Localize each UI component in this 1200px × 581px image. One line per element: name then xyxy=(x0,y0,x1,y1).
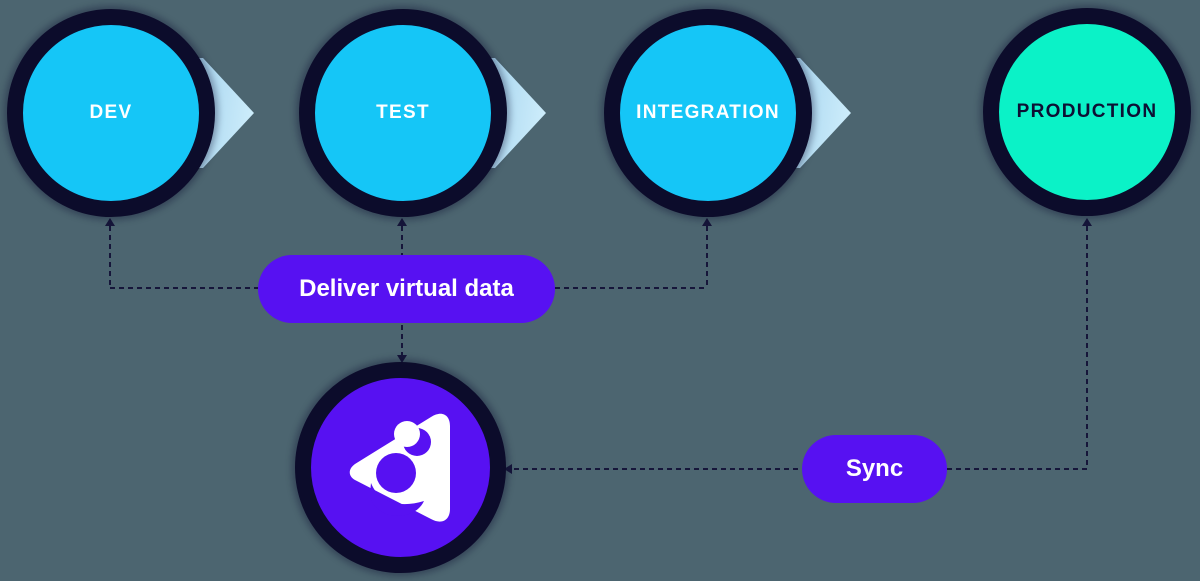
connector-sync-to-logo xyxy=(514,468,802,470)
stage-circle-production: PRODUCTION xyxy=(983,8,1191,216)
deliver-virtual-data-pill: Deliver virtual data xyxy=(258,255,555,323)
arrowhead-up-icon xyxy=(1082,218,1092,226)
arrowhead-up-icon xyxy=(702,218,712,226)
deliver-virtual-data-label: Deliver virtual data xyxy=(299,275,514,302)
sync-pill: Sync xyxy=(802,435,947,503)
connector-integration-horizontal xyxy=(555,287,708,289)
arrowhead-down-icon xyxy=(397,355,407,363)
stage-circle-dev: DEV xyxy=(7,9,215,217)
arrowhead-left-icon xyxy=(504,464,512,474)
connector-dev-vertical xyxy=(109,226,111,289)
stage-circle-integration: INTEGRATION xyxy=(604,9,812,217)
connector-production-horizontal xyxy=(947,468,1088,470)
stage-label-dev: DEV xyxy=(89,102,133,123)
stage-label-production: PRODUCTION xyxy=(1016,101,1158,122)
connector-test-vertical xyxy=(401,226,403,255)
arrowhead-up-icon xyxy=(397,218,407,226)
delphix-swirl-triangle-logo-icon xyxy=(349,413,450,522)
stage-label-integration: INTEGRATION xyxy=(636,102,780,123)
connector-deliver-to-logo xyxy=(401,325,403,355)
connector-integration-vertical xyxy=(706,226,708,288)
stage-circle-test: TEST xyxy=(299,9,507,217)
connector-production-vertical xyxy=(1086,226,1088,469)
connector-dev-horizontal xyxy=(110,287,258,289)
sync-label: Sync xyxy=(845,455,904,482)
arrowhead-up-icon xyxy=(105,218,115,226)
data-engine-circle xyxy=(295,362,506,573)
stage-label-test: TEST xyxy=(376,102,430,123)
